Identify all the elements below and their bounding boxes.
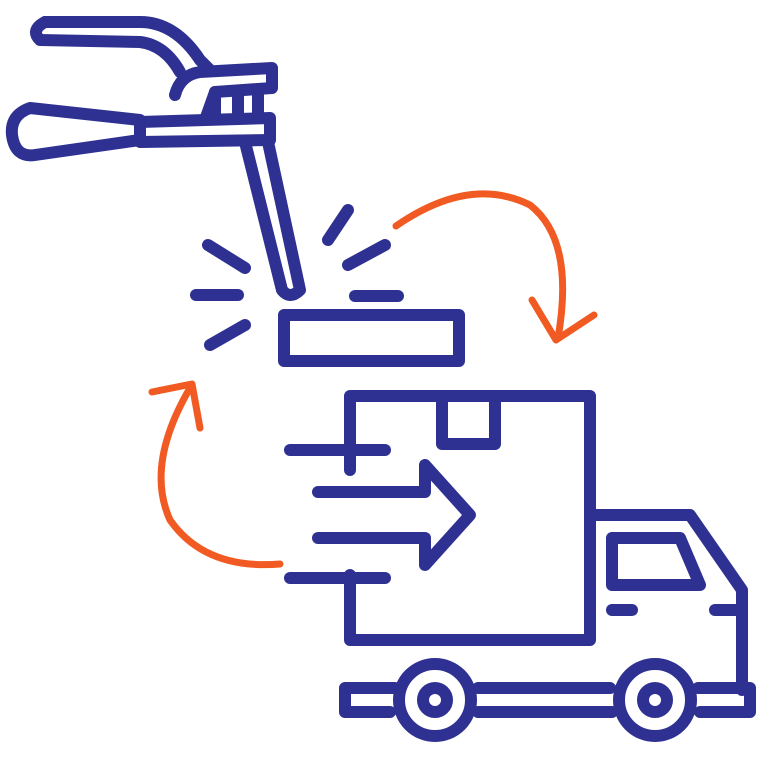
rear-wheel-icon (393, 658, 477, 742)
delivery-truck-icon (284, 390, 756, 742)
cycle-arrows-icon (148, 190, 598, 569)
front-wheel-icon (613, 658, 697, 742)
welding-torch-icon (5, 16, 306, 301)
metal-plate-icon (278, 309, 465, 367)
sparks-icon (190, 204, 404, 351)
